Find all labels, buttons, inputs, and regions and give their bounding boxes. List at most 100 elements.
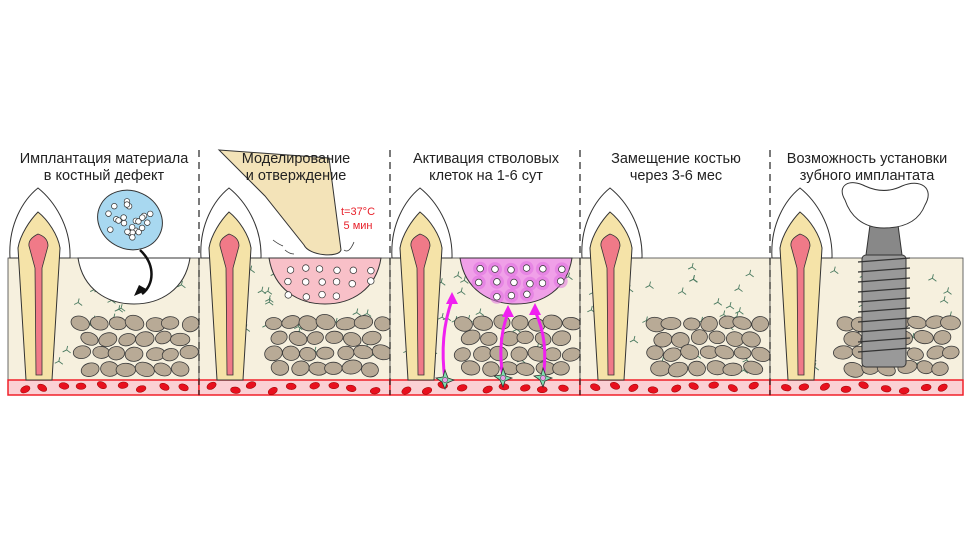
pore <box>123 201 131 208</box>
pore <box>538 279 547 287</box>
stem-cell-nucleus <box>540 375 546 381</box>
trabecular-bone <box>460 329 481 346</box>
arrow-head <box>446 292 458 304</box>
trabecular-bone <box>843 362 864 378</box>
trabecular-bone <box>324 361 343 375</box>
trabecular-bone <box>843 331 863 347</box>
trabecular-bone <box>688 360 706 377</box>
trabecular-bone <box>134 361 155 377</box>
trabecular-bone <box>733 346 752 360</box>
red-blood-cell <box>456 384 468 392</box>
trabecular-bone <box>72 345 92 359</box>
trabecular-bone <box>671 332 690 348</box>
pore <box>129 224 136 231</box>
pore <box>124 228 131 235</box>
trabecular-bone <box>361 362 379 378</box>
osteocyte <box>629 335 639 344</box>
screw-thread <box>857 257 911 263</box>
red-blood-cell <box>748 381 759 390</box>
red-blood-cell <box>267 387 278 395</box>
title-line: зубного имплантата <box>799 168 935 184</box>
osteocyte <box>460 276 469 284</box>
trabecular-bone <box>516 330 534 345</box>
trabecular-bone <box>931 361 949 376</box>
pore <box>507 266 515 274</box>
title-line: Активация стволовых <box>412 151 560 167</box>
trabecular-bone <box>650 360 671 377</box>
title-line: Моделирование <box>241 151 351 167</box>
trabecular-bone <box>714 345 735 360</box>
trabecular-bone <box>646 345 664 360</box>
red-blood-cell <box>520 384 531 392</box>
trabecular-bone <box>480 331 498 346</box>
trabecular-bone <box>80 331 99 346</box>
red-blood-cell <box>688 382 699 390</box>
trabecular-bone <box>315 313 336 331</box>
red-blood-cell <box>590 383 601 391</box>
osteocyte <box>264 298 274 306</box>
osteocyte <box>734 284 743 292</box>
screw-thread <box>857 267 911 273</box>
pore <box>120 214 127 221</box>
trabecular-bone <box>551 330 572 347</box>
red-blood-cell <box>230 386 241 394</box>
trabecular-bone <box>683 317 701 331</box>
temperature-label: t=37°C <box>340 206 376 218</box>
trabecular-bone <box>732 316 752 330</box>
pore <box>286 266 295 274</box>
trabecular-bone <box>940 315 961 331</box>
red-blood-cell <box>285 382 297 390</box>
osteocyte <box>830 266 839 275</box>
trabecular-bone <box>171 361 190 377</box>
screw-thread <box>857 317 911 323</box>
title-line: через 3-6 мес <box>629 168 723 184</box>
pressure-line <box>272 239 284 247</box>
pore <box>558 265 566 273</box>
pore <box>539 265 547 273</box>
title-line: клеток на 1-6 сут <box>429 168 543 184</box>
pore <box>349 266 357 274</box>
pore <box>348 280 356 288</box>
arrow-head <box>529 303 541 315</box>
pressure-line <box>284 249 295 255</box>
implant-material <box>97 189 163 251</box>
osteocyte <box>689 275 698 283</box>
osteocyte <box>939 296 949 304</box>
tooth-pulp <box>790 233 811 376</box>
trabecular-bone <box>453 347 471 362</box>
trabecular-bone <box>170 332 191 347</box>
implant-abutment <box>865 224 903 256</box>
red-blood-cell <box>727 384 738 393</box>
trabecular-bone <box>708 330 726 345</box>
screw-thread <box>857 337 911 343</box>
trabecular-bone <box>264 345 283 362</box>
pore <box>510 278 518 287</box>
trabecular-bone <box>510 346 528 362</box>
trabecular-bone <box>913 330 934 345</box>
trabecular-bone <box>542 314 563 331</box>
red-blood-cell <box>898 387 910 395</box>
trabecular-bone <box>361 330 382 346</box>
trabecular-bone <box>942 345 960 360</box>
pore <box>302 293 310 301</box>
stem-cell-nucleus <box>442 377 448 383</box>
red-blood-cell <box>609 382 621 390</box>
red-blood-cell <box>401 386 412 395</box>
trabecular-bone <box>118 333 136 347</box>
trabecular-bone <box>155 330 172 345</box>
osteocyte <box>713 298 723 306</box>
panel-2 <box>198 149 393 396</box>
trabecular-bone <box>115 362 137 377</box>
pore <box>302 264 310 272</box>
trabecular-bone <box>80 362 100 377</box>
red-blood-cell <box>819 382 830 391</box>
trabecular-bone <box>160 316 180 330</box>
pore <box>284 277 292 286</box>
red-blood-cell <box>328 382 340 390</box>
pore <box>315 265 324 273</box>
trabecular-bone <box>460 360 481 376</box>
red-blood-cell <box>206 381 217 390</box>
